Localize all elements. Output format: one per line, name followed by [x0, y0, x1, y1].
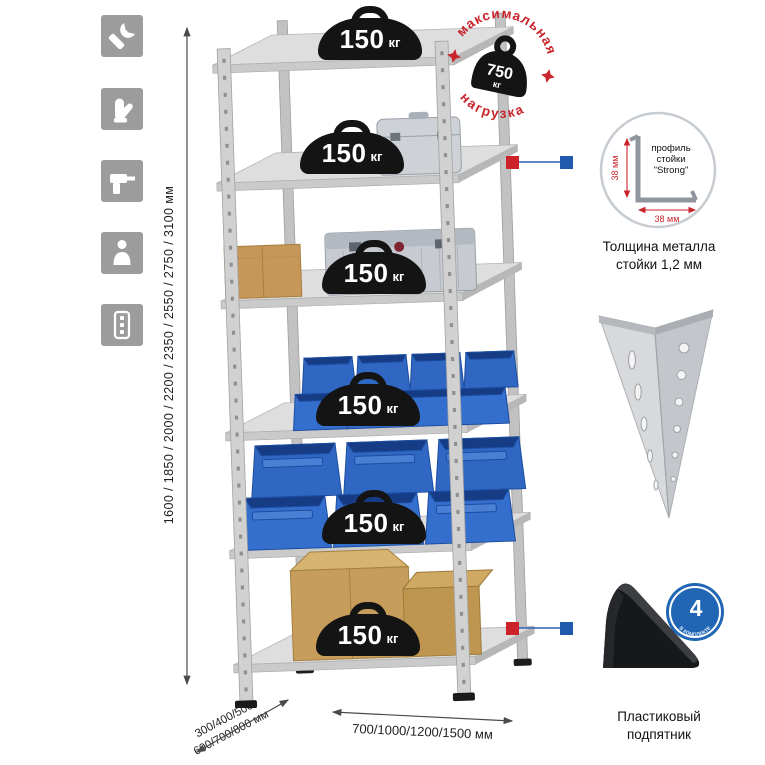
weight-handle-icon: [349, 602, 387, 619]
foot-caption-line1: Пластиковый: [617, 709, 701, 724]
gloves-icon: [114, 98, 133, 123]
load-value: 150: [321, 137, 367, 168]
profile-caption: Толщина металла стойки 1,2 мм: [584, 238, 734, 273]
load-unit: кг: [386, 631, 399, 646]
feature-tile-person: [101, 232, 143, 274]
plastic-foot: [603, 583, 700, 668]
badge-disc: [666, 583, 724, 641]
profile-dim-vertical: 38 мм: [610, 156, 620, 181]
post-icon: [113, 310, 131, 340]
load-value: 150: [337, 619, 383, 650]
svg-text:максимальная: максимальная: [452, 5, 562, 59]
wrench-icon: [108, 23, 135, 50]
profile-caption-line1: Толщина металла: [602, 239, 716, 254]
feature-tile-gloves: [101, 88, 143, 130]
angle-holes: [670, 342, 690, 482]
angle-top-lip-right: [655, 310, 713, 335]
load-value: 150: [337, 389, 383, 420]
foot-side-shade: [603, 589, 624, 668]
stamp-weight-body: [471, 50, 527, 98]
profile-callout: 38 мм 38 мм профиль стойки "Strong": [599, 111, 717, 229]
stamp-value: 750: [485, 61, 515, 83]
stamp-unit: кг: [492, 79, 502, 91]
blue-marker-bottom: [560, 622, 573, 635]
profile-flanges: [629, 134, 698, 201]
load-value: 150: [339, 23, 385, 54]
profile-drawing: [635, 136, 696, 203]
rack-front-left-post: [216, 48, 254, 704]
angle-top-lip-left: [599, 316, 655, 335]
blue-marker-top: [560, 156, 573, 169]
load-value: 150: [343, 257, 389, 288]
load-unit: кг: [392, 269, 405, 284]
badge-value: 4: [690, 595, 703, 621]
profile-dim-horizontal: 38 мм: [655, 214, 680, 224]
load-unit: кг: [388, 35, 401, 50]
angle-slots: [628, 350, 659, 491]
kit-count-badge: 4 в комплекте: [666, 583, 724, 641]
load-unit: кг: [386, 401, 399, 416]
feature-tile-tools: [101, 15, 143, 57]
shelving-rack: [212, 12, 535, 708]
cardboard-box-small: [223, 243, 303, 300]
load-unit: кг: [370, 149, 383, 164]
star-icon: [541, 69, 555, 83]
foot-top-rim: [617, 584, 698, 663]
star-icon: [447, 49, 461, 63]
weight-handle-icon: [355, 240, 393, 257]
foot-body: [603, 583, 700, 668]
load-unit: кг: [392, 519, 405, 534]
profile-caption-line2: стойки 1,2 мм: [615, 256, 703, 272]
profile-label-1: профиль: [651, 143, 690, 154]
weight-handle-icon: [355, 490, 393, 507]
feature-tile-drill: [101, 160, 143, 202]
foot-caption-line2: подпятник: [626, 726, 692, 742]
weight-handle-icon: [351, 6, 389, 23]
height-dimension-label: 1600 / 1850 / 2000 / 2200 / 2350 / 2550 …: [162, 185, 176, 525]
profile-label-3: "Strong": [654, 165, 689, 176]
weight-handle-icon: [349, 372, 387, 389]
drill-icon: [110, 174, 135, 194]
badge-ring: [669, 586, 721, 638]
feature-tile-post: [101, 304, 143, 346]
load-value: 150: [343, 507, 389, 538]
perforated-angle-post: [598, 309, 714, 519]
rack-front-foot: [452, 692, 475, 702]
rack-front-foot: [234, 700, 258, 708]
max-load-stamp: максимальная нагрузка 750 кг: [447, 5, 562, 127]
width-dimension-label: 700/1000/1200/1500 мм: [351, 720, 494, 743]
person-icon: [113, 240, 131, 265]
angle-ridge: [654, 334, 670, 519]
profile-label-2: стойки: [656, 154, 685, 165]
stamp-arc-top: максимальная: [452, 5, 562, 59]
width-dimension-line: [331, 708, 514, 725]
weight-handle-icon: [333, 120, 371, 137]
foot-caption: Пластиковый подпятник: [584, 708, 734, 743]
rack-back-foot: [513, 658, 532, 666]
